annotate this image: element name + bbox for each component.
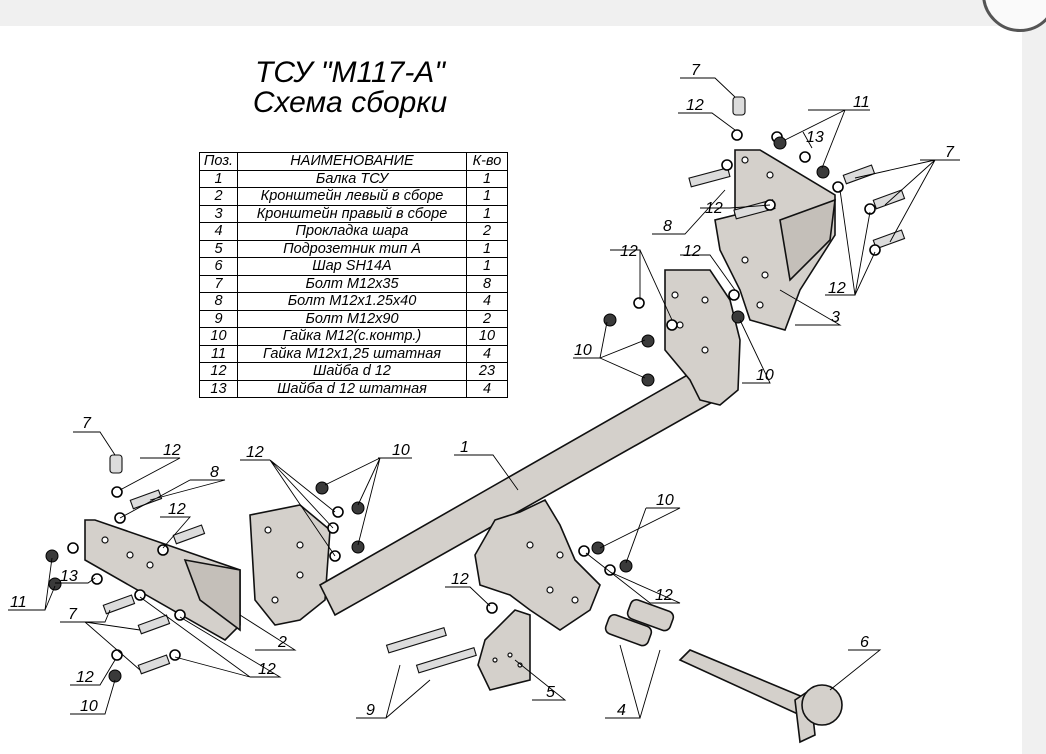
row-qty: 4 bbox=[466, 292, 508, 311]
callout-10-mid-right: 10 bbox=[574, 342, 592, 359]
row-qty: 4 bbox=[466, 379, 508, 398]
callout-4: 4 bbox=[617, 702, 626, 719]
callout-7-bottom-left: 7 bbox=[68, 606, 78, 623]
callout-10-right-bracket: 10 bbox=[756, 367, 774, 384]
ball-spacers-part-4 bbox=[604, 598, 675, 647]
beam-part-1 bbox=[249, 269, 741, 631]
header-qty: К-во bbox=[466, 152, 508, 171]
row-name: Болт М12х90 bbox=[237, 309, 467, 328]
leader-lines bbox=[8, 77, 960, 719]
row-name: Балка ТСУ bbox=[237, 169, 467, 188]
callout-12-f: 12 bbox=[258, 661, 276, 678]
callout-8-left: 8 bbox=[210, 464, 219, 481]
callout-12-d: 12 bbox=[451, 571, 469, 588]
bolts bbox=[102, 96, 906, 675]
title-line-1: ТСУ "М117-А" bbox=[255, 56, 445, 89]
callout-12-g: 12 bbox=[76, 669, 94, 686]
callout-2: 2 bbox=[277, 634, 287, 651]
title-line-2: Схема сборки bbox=[252, 86, 448, 119]
callout-6: 6 bbox=[860, 634, 869, 651]
callout-12-a: 12 bbox=[163, 442, 181, 459]
row-name: Кронштейн правый в сборе bbox=[237, 204, 467, 223]
row-name: Прокладка шара bbox=[237, 222, 467, 241]
callout-11-left: 11 bbox=[10, 594, 27, 611]
window-right-bar bbox=[1022, 26, 1046, 754]
callout-10-bottom-right: 10 bbox=[656, 492, 674, 509]
callout-10-center: 10 bbox=[392, 442, 410, 459]
callout-12-c: 12 bbox=[246, 444, 264, 461]
right-bracket-part-3 bbox=[714, 149, 836, 331]
callout-11-top: 11 bbox=[853, 94, 870, 111]
callout-12-l: 12 bbox=[828, 280, 846, 297]
callout-12-h: 12 bbox=[686, 97, 704, 114]
callout-3: 3 bbox=[831, 309, 840, 326]
callout-12-j: 12 bbox=[620, 243, 638, 260]
callout-12-k: 12 bbox=[683, 243, 701, 260]
callout-8-right: 8 bbox=[663, 218, 672, 235]
left-bracket-part-2 bbox=[84, 519, 241, 641]
drawing-title: ТСУ "М117-А" Схема сборки bbox=[210, 58, 490, 118]
row-name: Болт М12х1.25х40 bbox=[237, 292, 467, 311]
callout-7-top: 7 bbox=[691, 62, 701, 79]
callout-12-e: 12 bbox=[655, 587, 673, 604]
callout-13-left: 13 bbox=[60, 568, 78, 585]
nuts-and-washers bbox=[45, 129, 881, 683]
callout-1: 1 bbox=[460, 439, 469, 456]
callout-5: 5 bbox=[546, 684, 555, 701]
callout-7-left: 7 bbox=[82, 415, 92, 432]
callout-12-i: 12 bbox=[705, 200, 723, 217]
socket-plate-part-5 bbox=[477, 609, 531, 691]
window-top-bar bbox=[0, 0, 1046, 26]
callout-13-top: 13 bbox=[806, 129, 824, 146]
row-name: Гайка М12х1,25 штатная bbox=[237, 344, 467, 363]
tow-ball-part-6 bbox=[678, 649, 843, 744]
callout-12-b: 12 bbox=[168, 501, 186, 518]
row-pos: 12 bbox=[199, 362, 238, 381]
callout-10-bottom-left: 10 bbox=[80, 698, 98, 715]
callout-labels: 1 2 3 4 5 6 7 7 7 7 8 8 9 10 10 10 10 10… bbox=[10, 62, 955, 719]
row-name: Болт М12х35 bbox=[237, 274, 467, 293]
callout-9: 9 bbox=[366, 702, 375, 719]
callout-7-right: 7 bbox=[945, 144, 955, 161]
parts-table-header: Поз. НАИМЕНОВАНИЕ К-во bbox=[199, 152, 508, 171]
